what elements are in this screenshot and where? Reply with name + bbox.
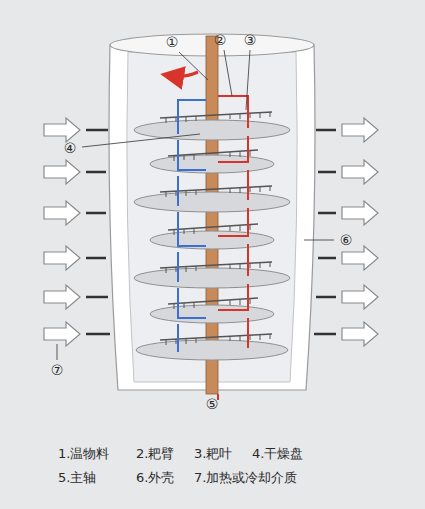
legend-caption-item: 1.温物料 xyxy=(58,446,109,462)
legend-caption-item: 5.主轴 xyxy=(58,470,96,486)
callout-number: ⑤ xyxy=(206,396,219,413)
legend-caption-item: 7.加热或冷却介质 xyxy=(194,470,297,486)
callout-number: ④ xyxy=(64,140,77,157)
callout-number: ② xyxy=(214,32,227,49)
callout-number: ⑦ xyxy=(51,362,64,379)
callout-number: ⑥ xyxy=(340,232,353,249)
legend-caption-item: 3.耙叶 xyxy=(194,446,232,462)
legend-caption-item: 2.耙臂 xyxy=(136,446,174,462)
legend-caption-item: 6.外壳 xyxy=(136,470,174,486)
legend-caption-item: 4.干燥盘 xyxy=(252,446,303,462)
callout-number: ① xyxy=(166,34,179,51)
callout-number: ③ xyxy=(244,32,257,49)
